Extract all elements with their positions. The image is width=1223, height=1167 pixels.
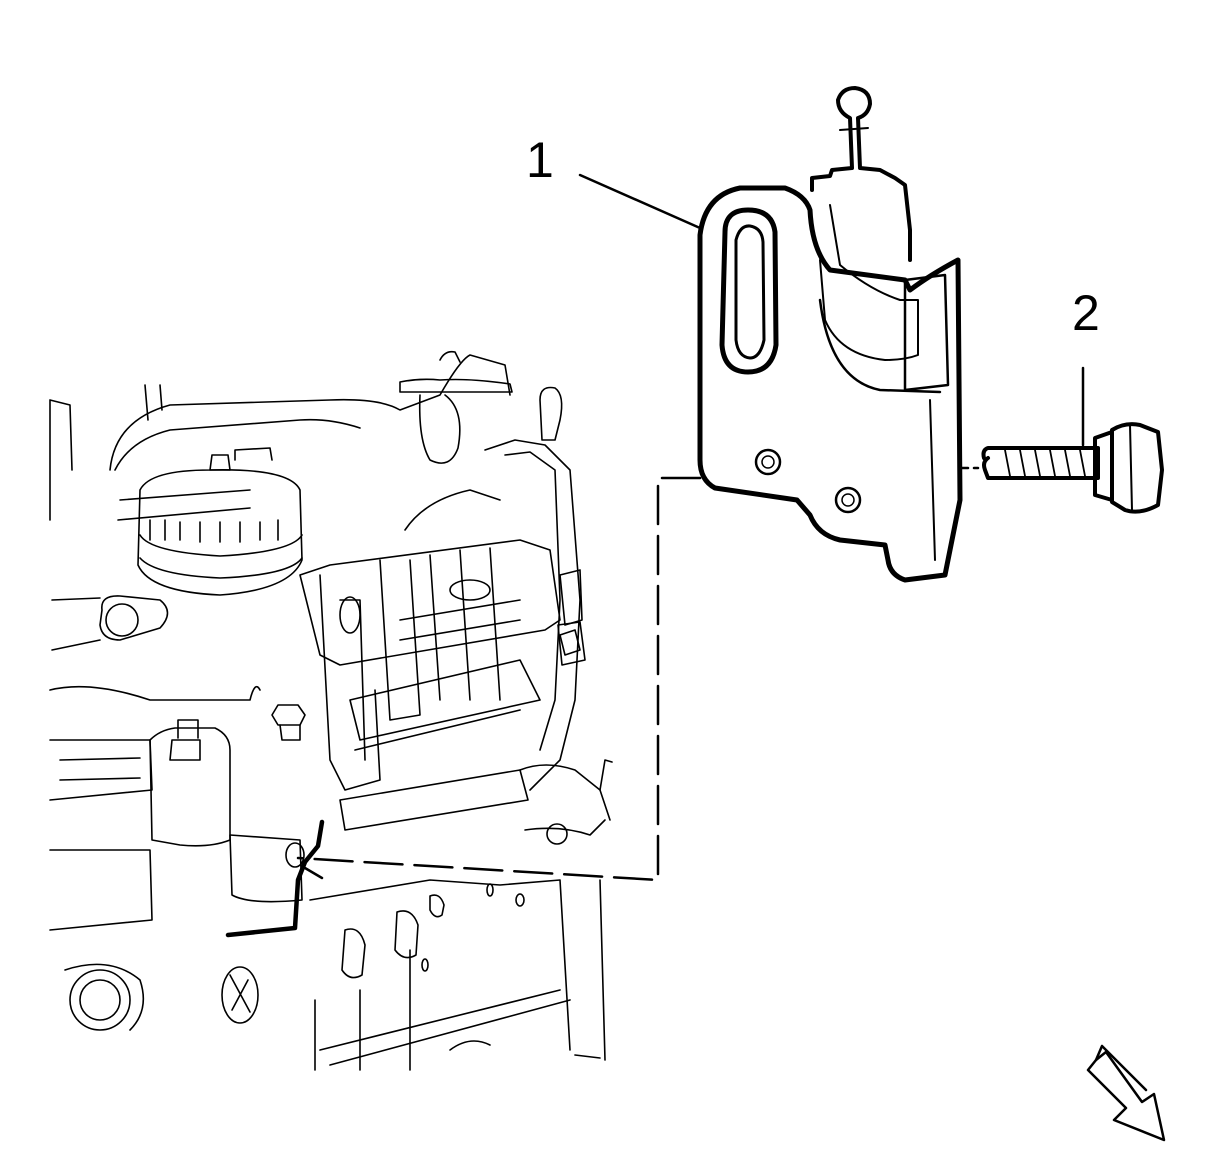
callout-label-1: 1	[526, 132, 554, 188]
engine-mount-face-outline-2	[303, 866, 324, 880]
callout-label-2: 2	[1072, 285, 1100, 341]
engine-assembly	[49, 350, 613, 1071]
engine-mount-face-outline	[225, 819, 325, 938]
bolt-part	[981, 422, 1164, 514]
alignment-lines	[296, 466, 980, 882]
bracket-part	[697, 86, 963, 583]
leader-line-1	[578, 173, 702, 230]
view-direction-arrow-icon	[1086, 1044, 1166, 1142]
